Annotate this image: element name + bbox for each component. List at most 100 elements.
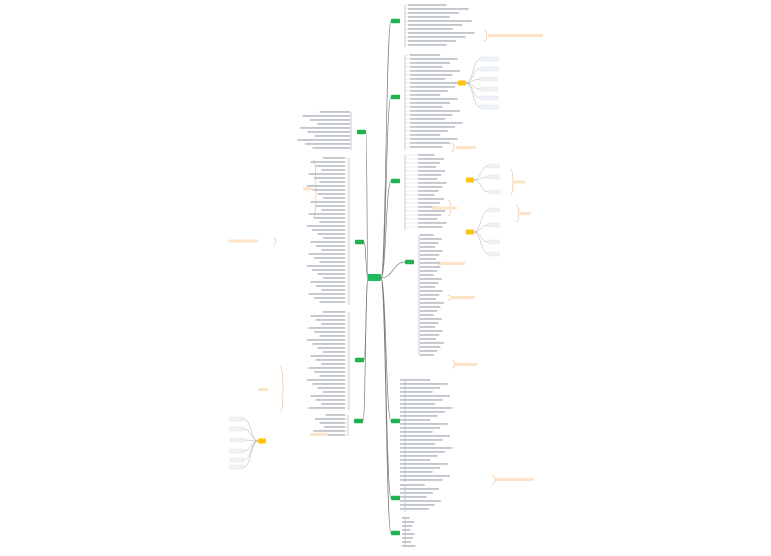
left-branch-2-leaf [306,265,345,267]
right-branch-4-leaf [420,234,434,236]
right-branch-5-leaf [400,399,443,401]
right-branch-7-leaf [402,541,411,543]
left-branch-3-leaf [319,335,345,337]
right-branch-3-leaf [418,162,440,164]
right-branch-4-leaf [420,266,441,268]
left-branch-2-leaf [312,229,345,231]
right-branch-3-leaf [418,190,439,192]
right-branch-5-leaf [400,423,448,425]
left-branch-1-leaf [317,123,350,125]
left-branch-2-leaf [315,285,345,287]
right-branch-3 [391,178,400,184]
callout-right-mid-item-0 [487,163,501,169]
right-branch-5-leaf [400,407,453,409]
left-branch-3-leaf [314,371,345,373]
right-branch-3-edge [380,180,392,279]
left-branch-4-leaf [319,422,345,424]
right-branch-1-leaf [408,12,460,14]
left-branch-2-leaf [323,237,345,239]
callout-right-top-edge-2 [465,78,481,84]
right-branch-1-leaf [408,40,456,42]
left-branch-3 [355,357,364,363]
right-branch-5-leaf [400,387,441,389]
right-branch-2-leaf [410,118,446,120]
right-branch-3-leaf [418,218,438,220]
right-branch-4 [405,259,414,265]
left-branch-3-leaf [308,407,345,409]
right-branch-1-leaf [408,24,463,26]
right-branch-6-leaf [400,492,433,494]
left-branch-3-leaf [315,399,345,401]
right-branch-2-leaf [410,78,446,80]
right-branch-5-leaf [400,379,431,381]
right-branch-1-leaf [408,4,447,6]
left-branch-1-leaf [304,143,350,145]
right-branch-4-leaf [420,282,439,284]
right-branch-4-leaf [420,306,441,308]
note-left-4-tag [310,433,328,436]
left-branch-3-leaf [321,403,345,405]
right-branch-5-leaf [400,443,436,445]
callout-right-low-item-0 [487,207,501,213]
right-branch-2-edge [380,96,392,279]
right-branch-4-leaf [420,346,441,348]
right-branch-4-leaf [420,342,444,344]
right-branch-2-leaf [410,98,458,100]
callout-left-bottom-edge-5 [243,440,259,468]
left-branch-2-leaf [317,193,345,195]
note-right-1 [483,29,488,42]
right-branch-2-leaf [410,146,443,148]
right-branch-4-leaf [420,294,440,296]
right-branch-4-edge [380,261,406,279]
right-branch-4-leaf [420,350,438,352]
note-right-2 [450,142,455,153]
right-branch-5-leaf [400,395,451,397]
left-branch-2-leaf [312,189,345,191]
right-branch-5-leaf [400,435,451,437]
right-branch-1-leaf [408,32,475,34]
right-branch-4-leaf [420,246,435,248]
right-branch-6 [391,495,400,501]
callout-right-mid [466,177,474,183]
right-branch-6-leaf [400,504,435,506]
right-branch-3-leaf [418,182,447,184]
left-branch-2-leaf [323,197,345,199]
right-branch-5 [391,418,400,424]
left-branch-2-leaf [317,233,345,235]
callout-right-mid-edge-0 [473,165,489,181]
left-branch-2-leaf [321,209,345,211]
right-branch-4-leaf [420,318,442,320]
right-branch-4-leaf [420,334,440,336]
callout-right-mid-item-1 [487,174,501,180]
callout-left-bottom-item-2 [229,437,245,443]
left-branch-3-leaf [321,363,345,365]
callout-right-mid-item-2 [487,189,501,195]
right-branch-2-leaf [410,142,451,144]
callout-right-top-item-2 [479,76,499,82]
right-branch-6-leaf [400,496,427,498]
right-branch-2-leaf [410,102,451,104]
right-branch-2-leaf [410,66,443,68]
right-branch-4-leaf [420,274,434,276]
left-branch-3-leaf [312,383,345,385]
right-branch-3-leaf [418,206,436,208]
left-branch-4-leaf [325,414,345,416]
right-branch-4-leaf [420,310,438,312]
left-branch-1-leaf [302,115,350,117]
left-branch-1-leaf [297,139,350,141]
right-branch-3-leaf [418,178,438,180]
right-branch-3-leaf [418,210,446,212]
left-branch-3-leaf [310,355,345,357]
left-branch-3-leaf [310,395,345,397]
left-branch-3-leaf [315,319,345,321]
left-branch-1-leaf [314,135,350,137]
left-branch-3-leaf [323,311,345,313]
left-branch-2-leaf [321,169,345,171]
note-right-4 [515,204,520,223]
left-branch-3-leaf [310,315,345,317]
left-branch-1-leaf [307,131,350,133]
right-branch-1-leaf [408,16,450,18]
callout-right-top-edge-5 [465,82,481,108]
right-branch-4-leaf [420,278,442,280]
